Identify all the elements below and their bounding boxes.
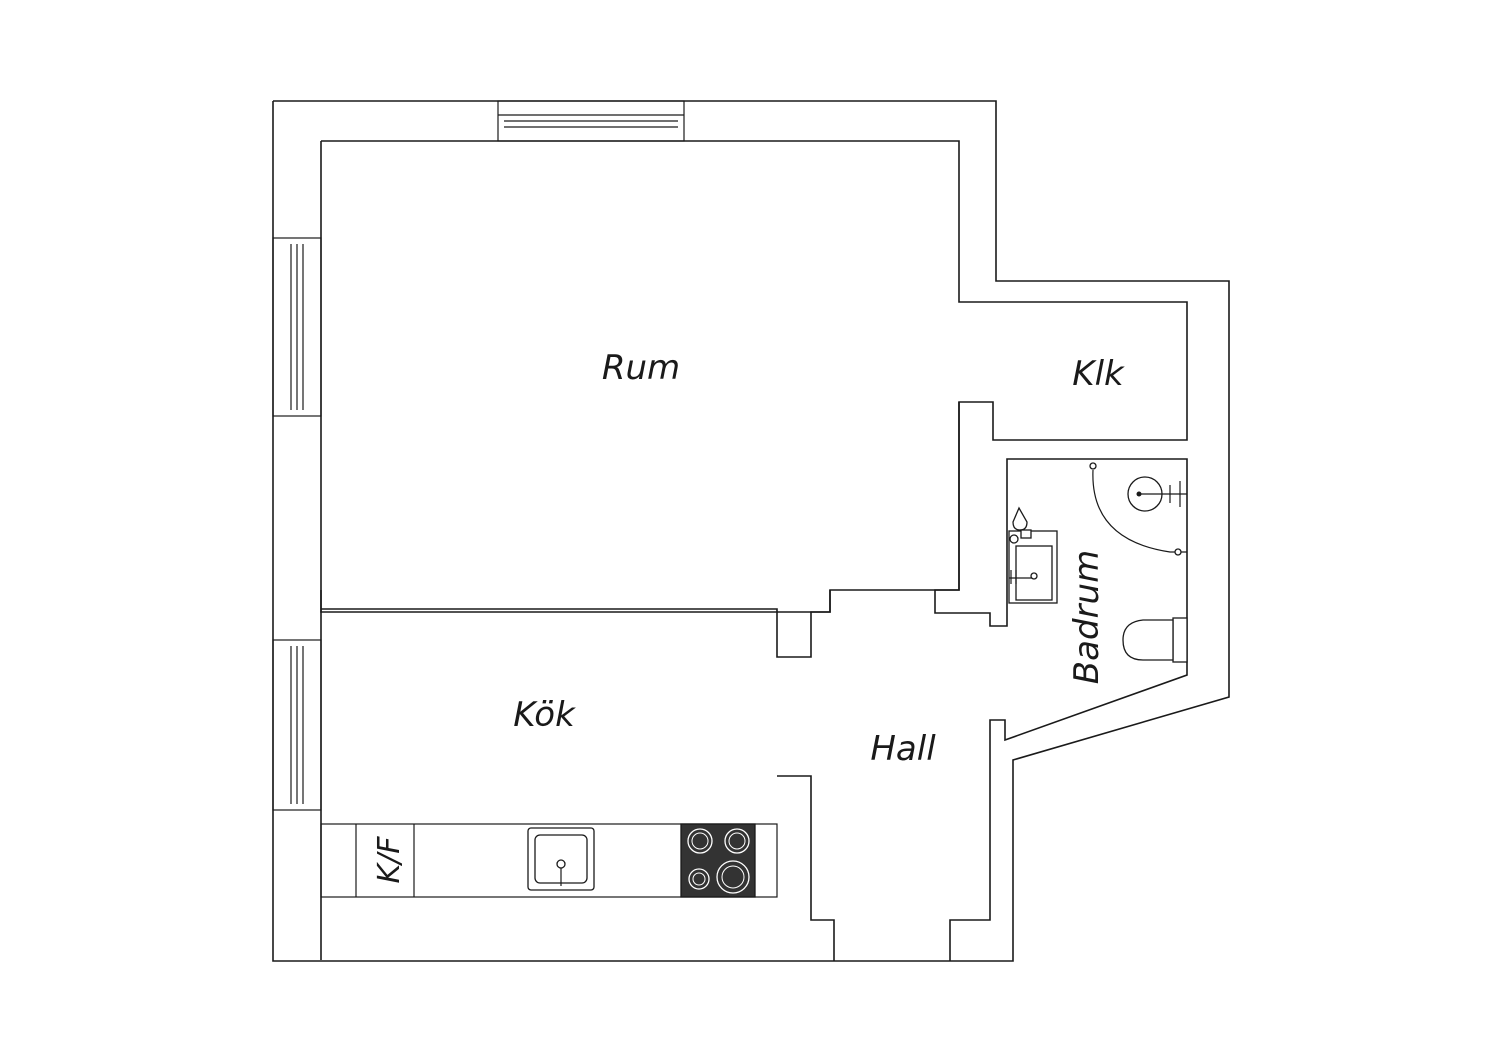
kitchen-counter	[320, 823, 778, 898]
room-label-hall: Hall	[870, 729, 936, 769]
room-labels: Rum Klk Kök Hall Badrum K/F	[372, 348, 1125, 884]
bathroom-partition	[934, 402, 1188, 627]
shower-icon	[1089, 462, 1187, 556]
bathroom-fixtures	[1008, 462, 1188, 663]
outer-wall-outline	[272, 100, 1230, 962]
window-top	[497, 100, 685, 142]
hall-right-wall	[949, 618, 1188, 961]
outer-walls	[272, 100, 1230, 962]
bathroom-accessory-icon	[1012, 506, 1032, 539]
kitchen-right-wall	[777, 775, 835, 961]
kitchen-top-wall	[321, 590, 831, 658]
room-label-rum: Rum	[602, 348, 680, 388]
window-left-upper	[272, 237, 322, 417]
room-label-klk: Klk	[1072, 354, 1125, 394]
washbasin-icon	[1008, 530, 1058, 604]
kitchen-sink-icon	[527, 827, 595, 891]
room-label-badrum: Badrum	[1067, 550, 1107, 684]
windows	[272, 100, 685, 811]
fridge-freezer-label: K/F	[372, 836, 407, 884]
toilet-icon	[1122, 617, 1188, 663]
stove-icon	[680, 823, 756, 898]
room-label-kok: Kök	[513, 695, 576, 735]
window-left-lower	[272, 639, 322, 811]
